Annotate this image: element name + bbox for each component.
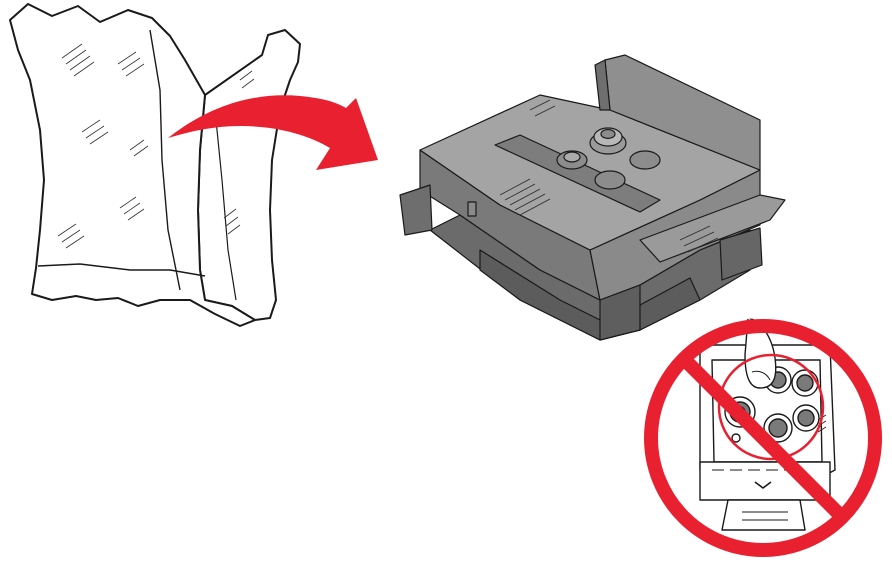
packaging-bag-icon bbox=[9, 3, 301, 327]
print-head-hatching bbox=[499, 99, 719, 253]
print-head-icon bbox=[399, 54, 786, 341]
no-touch-sign-icon bbox=[644, 318, 882, 557]
nozzle-highlight bbox=[717, 353, 825, 461]
bag-shading bbox=[57, 43, 255, 249]
curved-arrow-icon bbox=[168, 95, 378, 170]
